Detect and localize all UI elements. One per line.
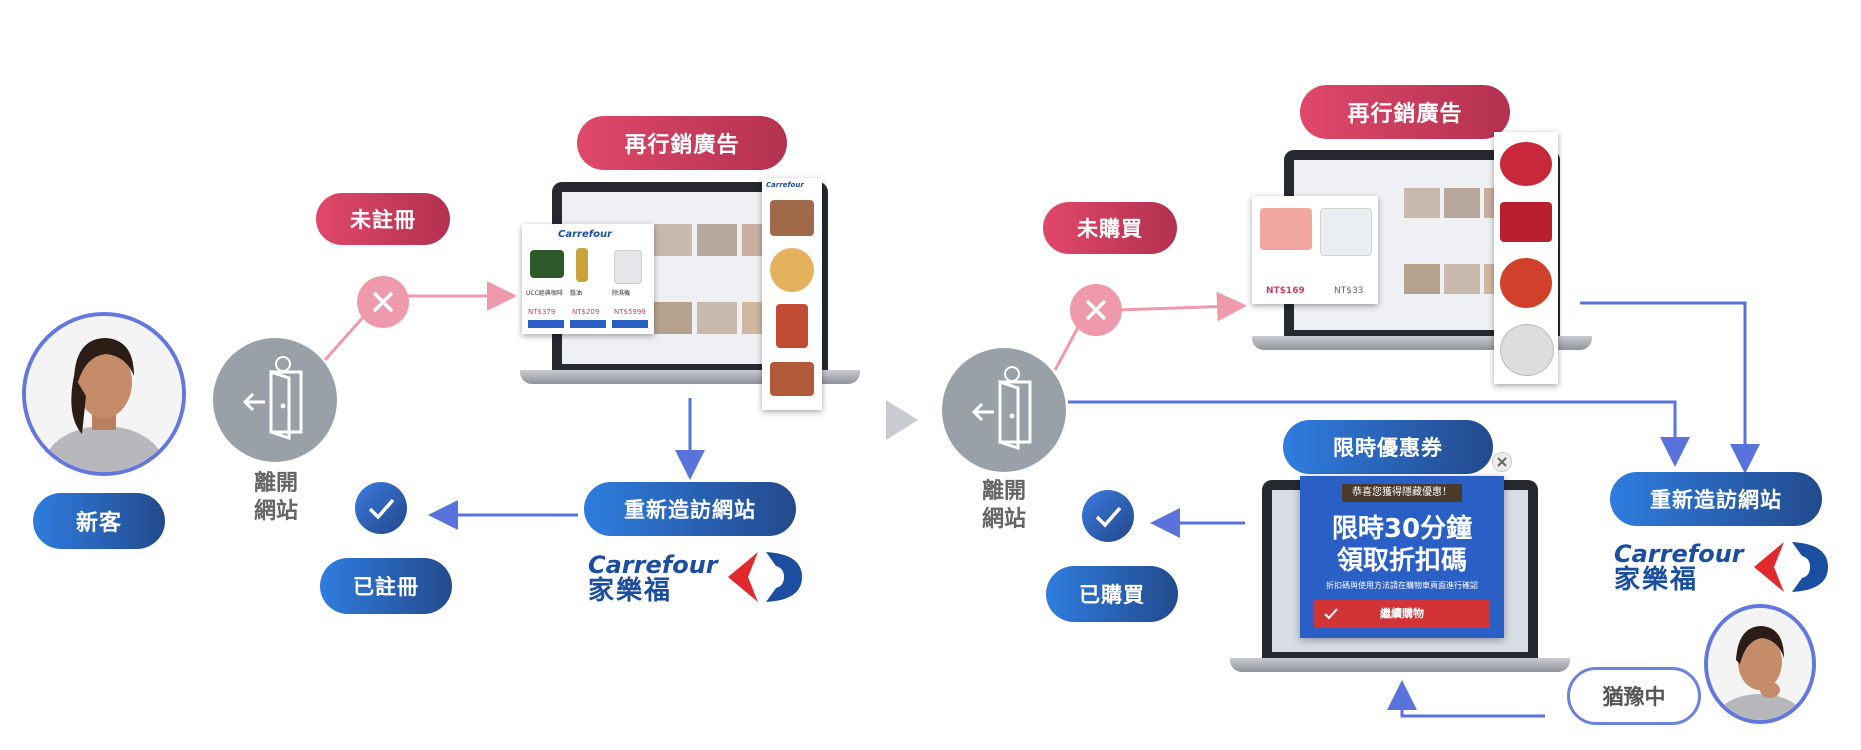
ad-buy-button-2[interactable] — [570, 320, 606, 328]
carrefour-logo-zh-left: 家樂福 — [588, 576, 673, 606]
carrefour-emblem-right — [1754, 542, 1828, 592]
carrefour-logo-en-left: Carrefour — [588, 551, 718, 579]
new-customer-avatar — [22, 312, 186, 476]
ad-meat-image — [770, 200, 814, 236]
ad-product-price-3: NT$5999 — [614, 308, 646, 316]
woman-thinking-icon — [1708, 608, 1812, 720]
ad-product-name-1: UCC經典咖啡 — [526, 290, 563, 297]
coupon-note: 折扣碼與使用方法請在購物車頁面進行確認 — [1326, 581, 1478, 590]
revisit-site-pill-left: 重新造訪網站 — [584, 482, 796, 536]
hesitating-pill: 猶豫中 — [1567, 667, 1701, 725]
check-icon — [368, 498, 395, 520]
ad-buy-button-3[interactable] — [612, 320, 648, 328]
ad-product-image-1 — [530, 250, 564, 278]
ad-product-name-3: 除濕機 — [612, 290, 631, 297]
ad-sausage-image — [770, 362, 814, 396]
close-icon — [372, 291, 394, 313]
ad-price-1: NT$169 — [1266, 286, 1305, 296]
ad-buy-button-1[interactable] — [528, 320, 564, 328]
registered-pill: 已註冊 — [320, 558, 452, 614]
ad-crayfish-image — [1500, 258, 1552, 308]
ad-gift-box-image — [1500, 202, 1552, 242]
laptop-right-bottom-base — [1230, 658, 1570, 672]
ad-banner-left: Carrefour UCC經典咖啡 醬油 除濕機 NT$379 NT$209 N… — [522, 224, 654, 334]
registered-check-circle — [355, 482, 407, 534]
coupon-title-line1: 限時30分鐘 — [1331, 514, 1473, 544]
ad-pork-image — [1260, 208, 1312, 250]
ad-brand-logo: Carrefour — [558, 229, 613, 240]
check-icon — [1324, 608, 1338, 620]
ad-product-price-1: NT$379 — [528, 308, 556, 316]
exit-door-icon — [971, 366, 1032, 451]
hesitating-customer-avatar — [1704, 604, 1816, 724]
check-icon — [1095, 506, 1122, 528]
ad-price-2: NT$33 — [1334, 286, 1364, 296]
leave-site-label-right: 離開 網站 — [981, 479, 1026, 532]
coupon-popup: 恭喜您獲得隱藏優惠！ 限時30分鐘 領取折扣碼 折扣碼與使用方法請在購物車頁面進… — [1300, 476, 1504, 638]
leave-site-circle-right — [942, 348, 1066, 472]
ad-brand-logo-vertical: Carrefour — [766, 181, 804, 189]
coupon-title-line2: 領取折扣碼 — [1336, 546, 1467, 576]
leave-site-circle-left — [213, 338, 337, 462]
fail-x-circle-left — [357, 276, 409, 328]
purchased-pill: 已購買 — [1046, 566, 1178, 622]
continue-shopping-button[interactable]: 繼續購物 — [1314, 600, 1490, 628]
purchased-check-circle — [1082, 490, 1134, 542]
woman-portrait-icon — [26, 316, 182, 472]
close-icon — [1085, 299, 1107, 321]
carrefour-logo-en-right: Carrefour — [1614, 540, 1744, 568]
ad-radish-image — [1320, 208, 1372, 256]
limited-coupon-pill: 限時優惠券 — [1283, 420, 1493, 474]
ad-apple-image — [1500, 142, 1552, 186]
ad-product-name-2: 醬油 — [570, 290, 583, 297]
coupon-close-button[interactable] — [1492, 452, 1512, 472]
ad-snack-image — [776, 304, 808, 348]
revisit-site-pill-right: 重新造訪網站 — [1610, 472, 1822, 526]
ad-product-image-2 — [576, 248, 588, 282]
ad-dumpling-image — [1500, 324, 1554, 376]
ad-bun-image — [770, 248, 814, 292]
continue-shopping-label: 繼續購物 — [1380, 607, 1424, 620]
ad-skyscraper-left: Carrefour — [762, 178, 822, 410]
exit-door-icon — [242, 356, 303, 441]
fail-x-circle-right — [1070, 284, 1122, 336]
ad-banner-right: NT$169 NT$33 — [1252, 196, 1378, 304]
ad-skyscraper-right — [1494, 132, 1558, 384]
leave-site-label-left: 離開 網站 — [253, 471, 298, 524]
coupon-banner: 恭喜您獲得隱藏優惠！ — [1342, 484, 1462, 502]
new-customer-pill: 新客 — [33, 493, 165, 549]
close-icon — [1497, 457, 1507, 467]
ad-product-image-3 — [614, 250, 642, 284]
not-registered-pill: 未註冊 — [316, 193, 450, 245]
retarget-ad-pill-left: 再行銷廣告 — [577, 116, 787, 170]
carrefour-logo-zh-right: 家樂福 — [1614, 565, 1699, 595]
retarget-ad-pill-right: 再行銷廣告 — [1300, 85, 1510, 139]
ad-product-price-2: NT$209 — [572, 308, 600, 316]
carrefour-emblem-left — [728, 552, 802, 602]
not-purchased-pill: 未購買 — [1043, 202, 1177, 254]
